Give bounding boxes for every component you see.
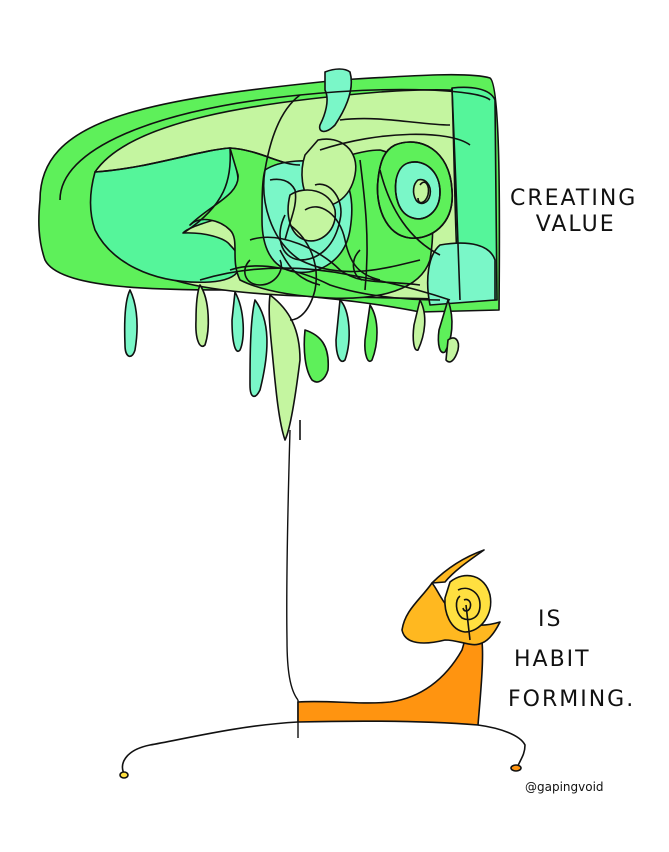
caption-top-line2: VALUE [535,212,616,238]
caption-top: CREATING VALUE [510,186,637,239]
caption-bottom-line3: FORMING. [508,687,636,712]
caption-bottom-line2: HABIT [514,647,591,672]
caption-bottom: IS HABIT FORMING. [508,600,635,720]
caption-bottom-line1: IS [538,607,563,632]
green-canopy [38,68,501,441]
artist-credit: @gapingvoid [525,780,604,794]
orange-figure [119,549,526,779]
caption-top-line1: CREATING [510,186,638,211]
stem-line [286,429,299,738]
